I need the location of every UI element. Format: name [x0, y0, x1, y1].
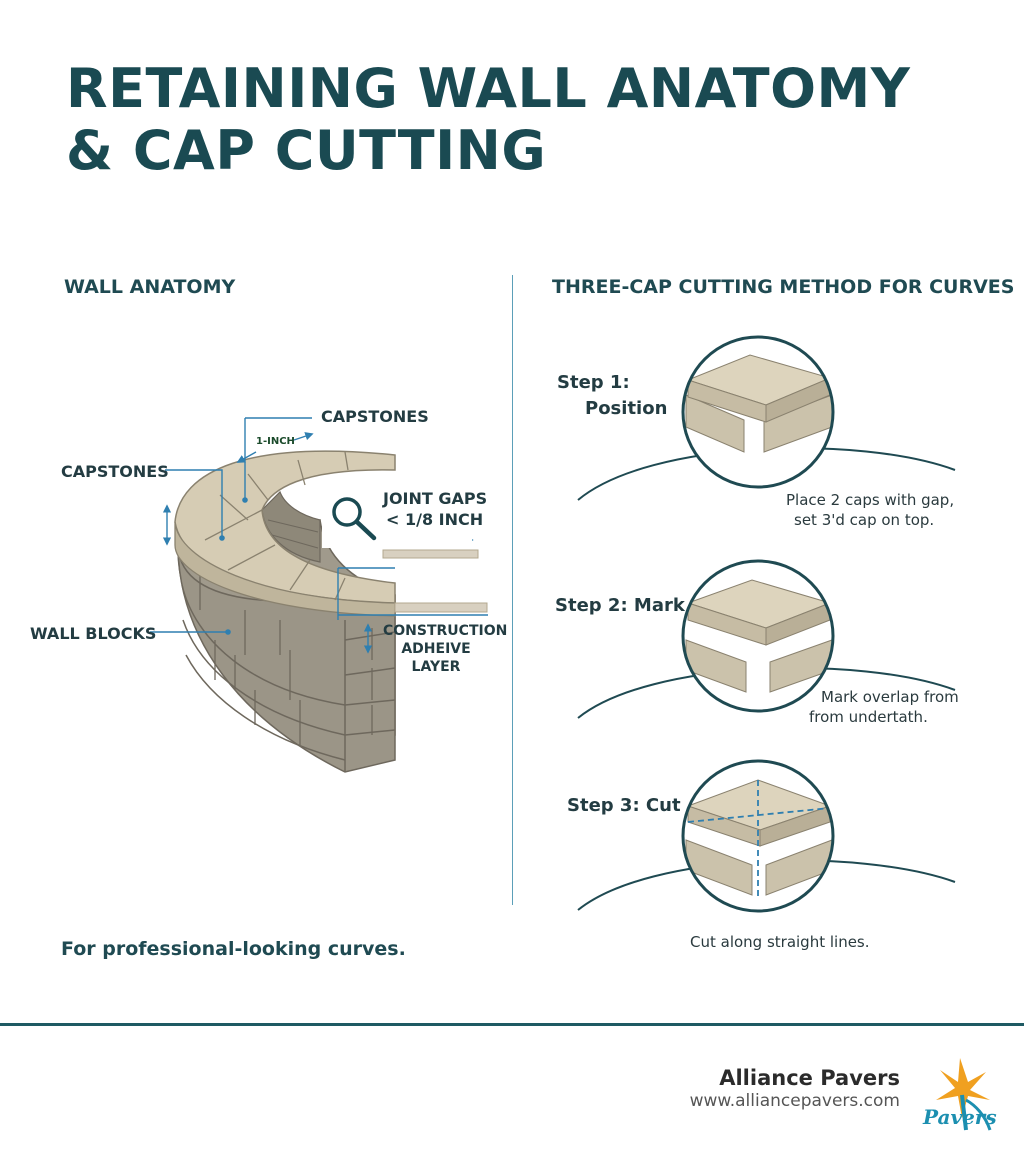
joint-gap-callout: [322, 482, 472, 548]
footer-brand: Alliance Pavers: [719, 1066, 900, 1090]
label-capstones-left: CAPSTONES: [61, 462, 169, 481]
label-joint-gaps-line-2: < 1/8 INCH: [386, 510, 484, 529]
title-line-2: & CAP CUTTING: [66, 119, 547, 182]
step-1-caption: Place 2 caps with gap, set 3'd cap on to…: [786, 490, 954, 530]
step-3-caption: Cut along straight lines.: [690, 933, 870, 951]
magnifier-icon: [332, 497, 362, 527]
label-adhesive-line-1: CONSTRUCTION: [383, 623, 508, 639]
footer-url[interactable]: www.alliancepavers.com: [689, 1091, 900, 1111]
anatomy-tagline: For professional-looking curves.: [61, 938, 406, 960]
page-title: RETAINING WALL ANATOMY & CAP CUTTING: [66, 58, 910, 182]
annotation-lines: [150, 417, 488, 654]
label-adhesive-line-3: LAYER: [411, 659, 461, 675]
label-adhesive-layer: CONSTRUCTION ADHEIVE LAYER: [383, 622, 508, 676]
alliance-pavers-logo: Pavers: [922, 1058, 997, 1131]
step-1-caption-line-2: set 3'd cap on top.: [794, 511, 935, 529]
step-2-caption-line-2: from undertath.: [809, 708, 928, 726]
wall-anatomy-heading: WALL ANATOMY: [64, 276, 236, 298]
step-1-illustration: [577, 335, 956, 501]
step-1-caption-line-1: Place 2 caps with gap,: [786, 491, 955, 509]
footer-divider: [0, 1023, 1024, 1026]
label-wall-blocks: WALL BLOCKS: [30, 624, 157, 643]
section-divider: [512, 275, 513, 905]
step-3-label: Step 3: Cut: [567, 795, 681, 816]
label-capstones-top: CAPSTONES: [321, 407, 429, 426]
step-1-label-line-2: Position: [585, 398, 668, 419]
label-joint-gaps-line-1: JOINT GAPS: [383, 489, 488, 508]
label-adhesive-line-2: ADHEIVE: [401, 641, 471, 657]
label-one-inch: 1-INCH: [256, 436, 295, 447]
step-1-label: Step 1: Position: [557, 370, 667, 422]
title-line-1: RETAINING WALL ANATOMY: [66, 57, 911, 120]
label-joint-gaps: JOINT GAPS < 1/8 INCH: [383, 488, 487, 530]
step-2-caption-line-1: Mark overlap from: [821, 688, 959, 706]
step-2-caption: Mark overlap from from undertath.: [809, 687, 959, 727]
curved-wall-illustration: [174, 450, 488, 773]
cutting-method-heading: THREE-CAP CUTTING METHOD FOR CURVES: [552, 276, 1015, 298]
logo-wordmark: Pavers: [922, 1105, 997, 1129]
step-3-illustration: [577, 759, 956, 913]
step-2-label: Step 2: Mark: [555, 595, 685, 616]
step-1-label-line-1: Step 1:: [557, 372, 630, 393]
